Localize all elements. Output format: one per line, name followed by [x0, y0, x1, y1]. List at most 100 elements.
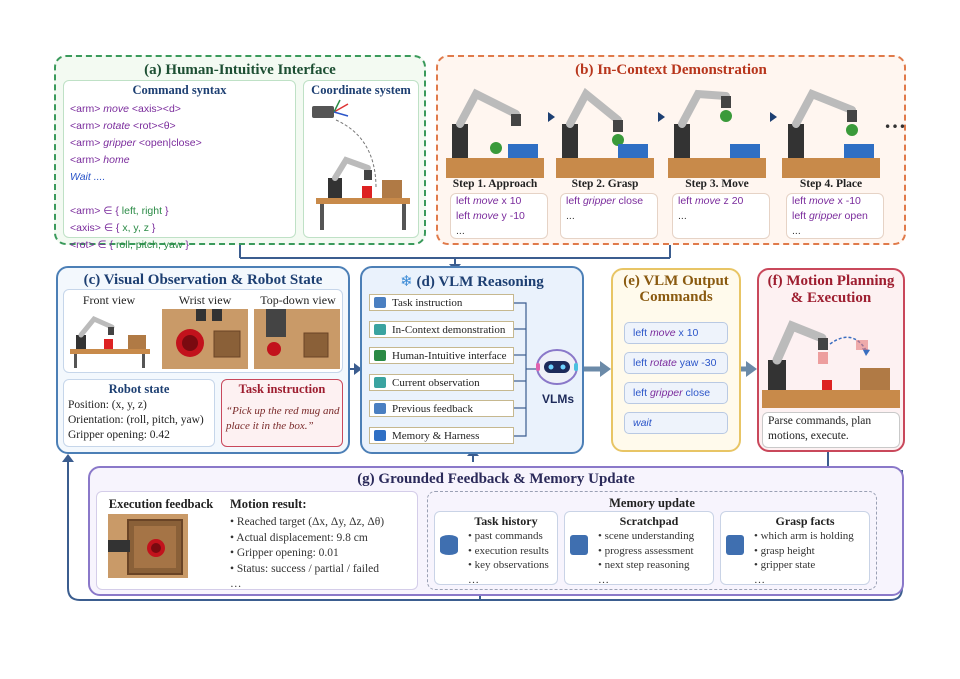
memory-card-title: Task history — [474, 514, 538, 528]
top-down-view-label: Top-down view — [260, 293, 336, 307]
cmd-arg: yaw -30 — [676, 357, 717, 369]
output-command: left move x 10 — [624, 322, 728, 344]
cmd-arm: left — [456, 195, 473, 207]
wrist-view-image — [162, 309, 248, 369]
syntax-set-values: left, right — [121, 205, 163, 217]
vlm-input-label: In-Context demonstration — [392, 323, 506, 336]
execution-desc-box — [762, 412, 900, 448]
syntax-set-close: } — [162, 205, 169, 217]
syntax-line: <arm> home — [70, 152, 294, 169]
memory-card — [720, 511, 870, 585]
panel-a-title: (a) Human-Intuitive Interface — [144, 62, 336, 78]
syntax-verb: rotate — [100, 120, 131, 132]
step-ellipsis: ... — [566, 210, 575, 222]
motion-result-list: • Reached target (Δx, Δy, Δz, Δθ) • Actu… — [230, 515, 384, 593]
cmd-verb: move — [472, 195, 499, 207]
cmd-verb: gripper — [649, 387, 683, 399]
chat-icon — [374, 403, 386, 414]
syntax-set-name: <rot> ∈ { — [70, 239, 116, 251]
memory-item: • which arm is holding — [754, 530, 854, 542]
document-icon — [374, 297, 386, 308]
wait-line: Wait .... — [70, 171, 106, 183]
syntax-verb: move — [100, 103, 129, 115]
vlm-input-label: Human-Intuitive interface — [392, 350, 507, 362]
more-steps-ellipsis: … — [884, 108, 906, 133]
cmd-arm: left — [678, 195, 695, 207]
cmd-verb: gripper — [808, 210, 842, 222]
step-image — [668, 89, 766, 178]
syntax-arm: <arm> — [70, 120, 101, 132]
step-command-card — [672, 193, 770, 239]
syntax-line: <arm> gripper <open|close> — [70, 135, 294, 152]
motion-item-2: • Actual displacement: 9.8 cm — [230, 531, 368, 544]
tag-icon — [726, 535, 744, 555]
cmd-arm: left — [456, 210, 473, 222]
cmd-verb: gripper — [582, 195, 616, 207]
step-label: Step 1. Approach — [452, 178, 538, 190]
panel-d-title: ❄ (d) VLM Reasoning — [360, 272, 584, 291]
step-command-line: left move x 10 — [456, 194, 550, 209]
step-commands: left gripper close... — [566, 194, 660, 224]
cmd-arm: left — [633, 357, 650, 369]
motion-item-5: … — [230, 578, 242, 590]
execution-image — [762, 320, 900, 408]
vlm-input-item: In-Context demonstration — [369, 320, 514, 338]
motion-item-3: • Gripper opening: 0.01 — [230, 547, 339, 559]
step-ellipsis: ... — [678, 210, 687, 222]
motion-result-title: Motion result: — [230, 497, 307, 511]
memory-item: … — [754, 573, 765, 586]
panel-g-title: (g) Grounded Feedback & Memory Update — [357, 471, 635, 487]
vlm-input-label: Task instruction — [392, 297, 463, 309]
command-syntax-list: <arm> move <axis><d><arm> rotate <rot><θ… — [70, 101, 294, 254]
cmd-verb: move — [808, 195, 835, 207]
memory-card-title: Scratchpad — [619, 514, 679, 528]
robot-state-title: Robot state — [108, 382, 170, 396]
syntax-args: <rot><θ> — [130, 120, 176, 132]
syntax-set-line: <rot> ∈ { roll, pitch, yaw } — [70, 237, 294, 254]
coordinate-system-title: Coordinate system — [311, 83, 411, 97]
execution-feedback-image — [108, 514, 188, 578]
syntax-arm: <arm> — [70, 103, 101, 115]
panel-e-title: (e) VLM Output Commands — [623, 273, 729, 305]
vlm-input-item: Current observation — [369, 373, 514, 391]
cmd-verb: move — [694, 195, 721, 207]
syntax-set-line: <arm> ∈ { left, right } — [70, 203, 294, 220]
memory-item: • progress assessment — [598, 544, 694, 557]
step-label: Step 4. Place — [799, 178, 863, 190]
syntax-set-name: <axis> ∈ { — [70, 222, 123, 234]
syntax-set-close: } — [148, 222, 156, 234]
memory-item: … — [598, 573, 609, 586]
step-label: Step 2. Grasp — [571, 178, 639, 190]
syntax-set-values: x, y, z — [122, 222, 149, 234]
syntax-line: <arm> rotate <rot><θ> — [70, 118, 294, 135]
pencil-icon — [570, 535, 588, 555]
command-syntax-title: Command syntax — [132, 83, 227, 97]
syntax-set-close: } — [182, 239, 189, 251]
image-icon — [374, 376, 386, 388]
memory-update-box — [427, 491, 877, 590]
panel-c-title: (c) Visual Observation & Robot State — [83, 272, 323, 288]
panel-b-title: (b) In-Context Demonstration — [575, 62, 767, 78]
cmd-verb: move — [649, 327, 676, 339]
memory-card — [564, 511, 714, 585]
syntax-verb: gripper — [100, 137, 136, 149]
coordinate-robot-illustration — [312, 99, 410, 230]
memory-item: … — [468, 573, 479, 586]
cmd-arm: left — [566, 195, 583, 207]
step-image — [556, 87, 654, 178]
image-icon — [374, 323, 386, 335]
panel-f-title: (f) Motion Planning & Execution — [767, 273, 895, 306]
output-command: left gripper close — [624, 382, 728, 404]
memory-item: • past commands — [468, 530, 543, 542]
execution-desc: Parse commands, plan motions, execute. — [768, 415, 872, 442]
motion-item-1: • Reached target (Δx, Δy, Δz, Δθ) — [230, 516, 385, 528]
cmd-arm: left — [792, 210, 809, 222]
cmd-arg: close — [615, 195, 644, 207]
step-command-line: left move z 20 — [678, 194, 772, 209]
memory-card-items: • scene understanding• progress assessme… — [598, 529, 694, 587]
cmd-arm: left — [792, 195, 809, 207]
memory-card-title: Grasp facts — [775, 514, 835, 528]
step-image — [446, 88, 544, 178]
syntax-arm: <arm> — [70, 154, 101, 166]
cmd-arg: close — [682, 387, 711, 399]
